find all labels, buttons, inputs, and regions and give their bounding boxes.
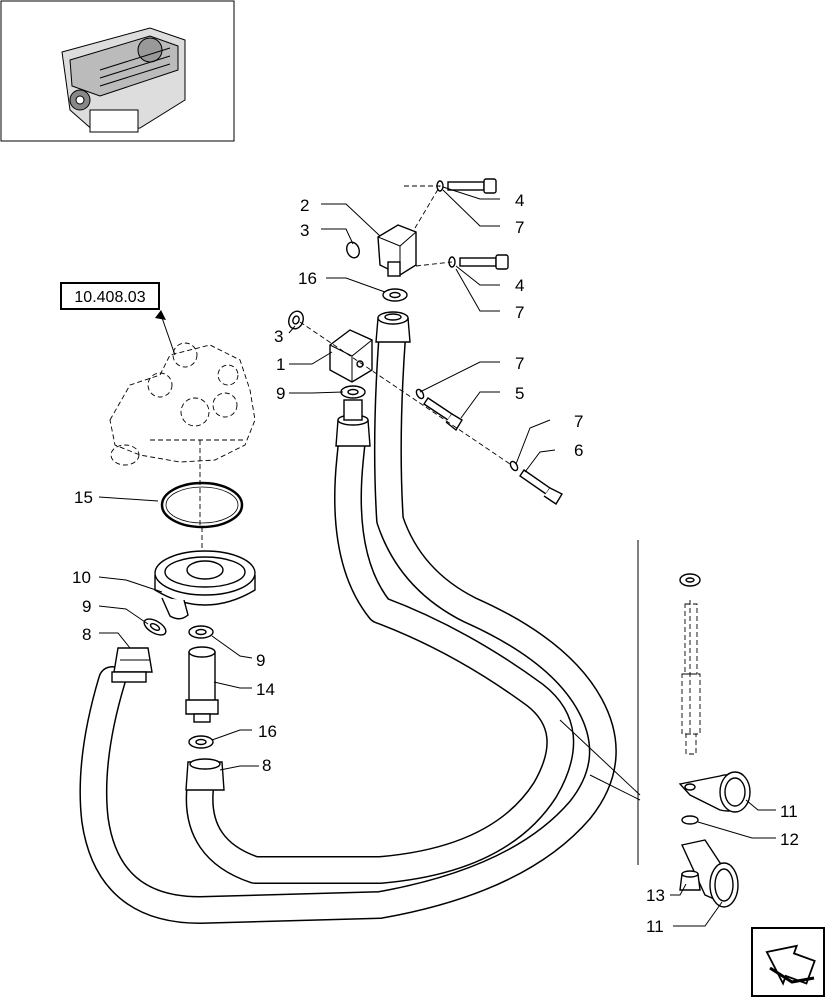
callout-9-left: 9 bbox=[82, 597, 91, 616]
callout-11-lower: 11 bbox=[646, 917, 664, 936]
callout-labels: 2 3 16 3 1 9 4 7 4 7 7 5 7 6 15 10 9 8 9… bbox=[72, 191, 799, 936]
callout-4-upper: 4 bbox=[515, 191, 524, 210]
washers bbox=[143, 241, 408, 749]
callout-7-c: 7 bbox=[515, 354, 524, 373]
washer-12 bbox=[681, 815, 699, 825]
clamp-11-lower bbox=[680, 839, 739, 908]
callout-14: 14 bbox=[256, 680, 275, 699]
callout-8-mid: 8 bbox=[262, 756, 271, 775]
callout-7-d: 7 bbox=[574, 412, 583, 431]
callout-9-upper: 9 bbox=[276, 384, 285, 403]
engine-thumbnail bbox=[0, 0, 235, 142]
callout-9-mid: 9 bbox=[256, 651, 265, 670]
callout-7-b: 7 bbox=[515, 303, 524, 322]
reference-box[interactable]: 10.408.03 bbox=[60, 282, 160, 310]
bolt-6 bbox=[509, 460, 563, 505]
callout-5: 5 bbox=[515, 384, 524, 403]
leader-lines bbox=[98, 186, 776, 927]
bolt-4-upper bbox=[436, 178, 497, 194]
hose-fitting-top-left bbox=[335, 399, 371, 447]
callout-16-lower: 16 bbox=[258, 722, 277, 741]
hose-assembly bbox=[79, 326, 617, 924]
clamp-assembly bbox=[679, 573, 701, 755]
hose-fitting-left bbox=[111, 647, 153, 683]
callout-7-a: 7 bbox=[515, 218, 524, 237]
callout-6: 6 bbox=[574, 441, 583, 460]
reference-code: 10.408.03 bbox=[74, 289, 145, 306]
callout-8-left: 8 bbox=[82, 625, 91, 644]
nut-13 bbox=[679, 870, 701, 891]
callout-4-lower: 4 bbox=[515, 276, 524, 295]
filter-head-housing bbox=[109, 342, 256, 525]
engine-icon bbox=[61, 27, 186, 133]
callout-15: 15 bbox=[74, 488, 93, 507]
hose-fitting-nut-8 bbox=[185, 758, 225, 791]
filter-adapter-10 bbox=[154, 550, 256, 620]
banjo-fitting-1 bbox=[329, 329, 373, 383]
callout-3-upper: 3 bbox=[300, 221, 309, 240]
o-ring-15 bbox=[160, 481, 244, 529]
hose-fitting-top-right bbox=[375, 311, 411, 343]
callout-2: 2 bbox=[300, 196, 309, 215]
bolt-5 bbox=[415, 388, 463, 432]
navigation-arrow-icon[interactable] bbox=[751, 927, 825, 997]
callout-1: 1 bbox=[276, 355, 285, 374]
callout-12: 12 bbox=[780, 830, 799, 849]
bolt-4-lower bbox=[448, 254, 509, 270]
assembly-lines bbox=[299, 185, 511, 465]
callout-3-lower: 3 bbox=[274, 327, 283, 346]
callout-16-upper: 16 bbox=[298, 269, 317, 288]
callout-10: 10 bbox=[72, 568, 91, 587]
callout-11-upper: 11 bbox=[780, 802, 798, 821]
thumbnail-frame bbox=[0, 0, 235, 142]
adapter-tube-14 bbox=[185, 646, 219, 723]
clamp-11-upper bbox=[678, 771, 751, 813]
banjo-fitting-2 bbox=[377, 224, 417, 277]
callout-13: 13 bbox=[646, 886, 665, 905]
reference-arrowhead bbox=[155, 310, 166, 320]
